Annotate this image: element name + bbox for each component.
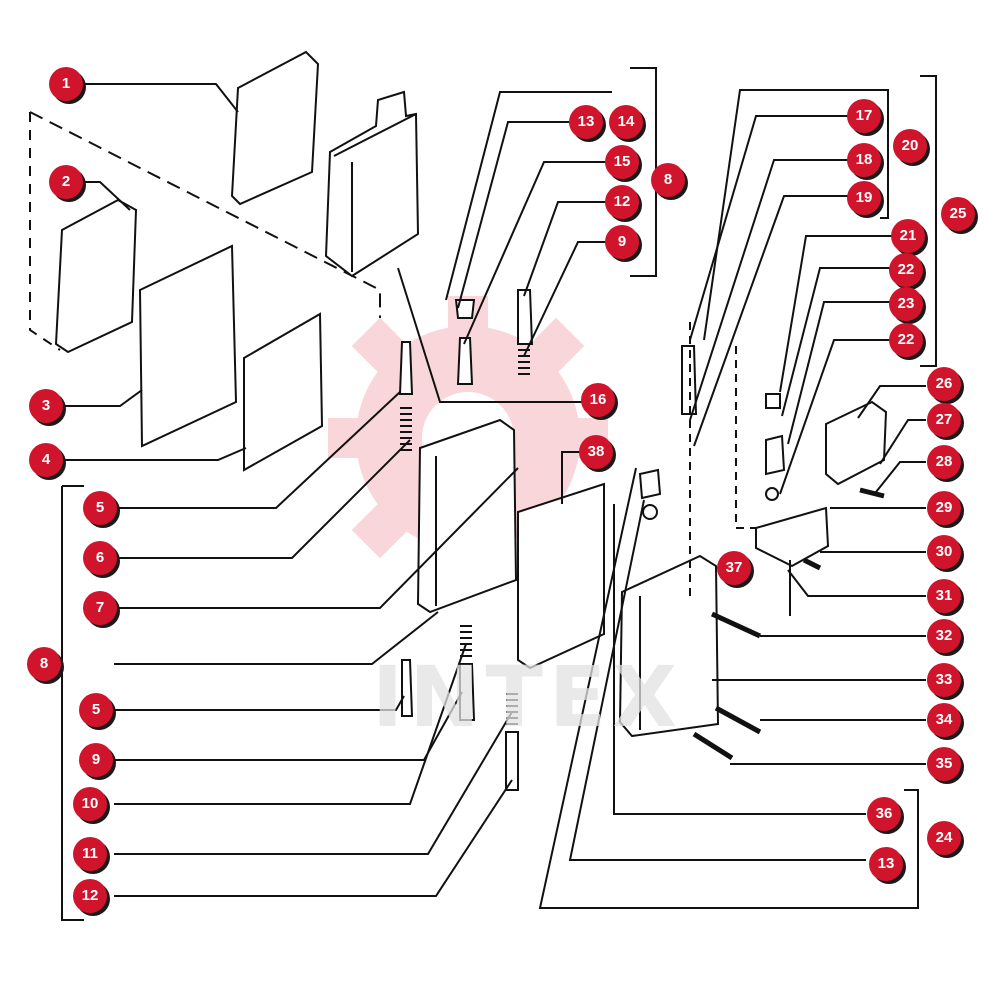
bolt-35 (692, 731, 734, 761)
callout-14: 14 (609, 105, 643, 139)
callout-25: 25 (941, 197, 975, 231)
callout-9-left: 9 (79, 743, 113, 777)
dashed-guide-left (29, 112, 61, 351)
callout-8-top: 8 (651, 163, 685, 197)
callout-33: 33 (927, 663, 961, 697)
callout-37: 37 (717, 551, 751, 585)
callout-15: 15 (605, 145, 639, 179)
gasket-plate-2 (54, 198, 138, 354)
callout-20: 20 (893, 129, 927, 163)
valve-15 (456, 337, 474, 385)
valve-lower (459, 663, 476, 721)
callout-13-top: 13 (569, 105, 603, 139)
o-ring-22 (765, 487, 779, 501)
cap-21 (765, 393, 781, 409)
callout-36: 36 (867, 797, 901, 831)
callout-23: 23 (889, 287, 923, 321)
callout-4: 4 (29, 443, 63, 477)
pin-lower (401, 659, 414, 717)
separator-plate-3 (138, 244, 238, 448)
callout-30: 30 (927, 535, 961, 569)
callout-12-left: 12 (73, 879, 107, 913)
callout-29: 29 (927, 491, 961, 525)
callout-6: 6 (83, 541, 117, 575)
callout-22-upper: 22 (889, 253, 923, 287)
harness-bracket (755, 506, 830, 568)
callout-1: 1 (49, 67, 83, 101)
bolt-32 (710, 611, 762, 639)
plug-13 (454, 299, 476, 319)
callout-5-upper: 5 (83, 491, 117, 525)
solenoid-block (825, 400, 888, 486)
plug-36 (638, 468, 662, 500)
upper-valve-body (324, 90, 420, 278)
callout-9-top: 9 (605, 225, 639, 259)
callout-3: 3 (29, 389, 63, 423)
callout-11: 11 (73, 837, 107, 871)
screw-28 (859, 487, 885, 499)
callout-34: 34 (927, 703, 961, 737)
callout-32: 32 (927, 619, 961, 653)
callout-5-lower: 5 (79, 693, 113, 727)
callout-12-top: 12 (605, 185, 639, 219)
watermark-text: INTEX (372, 648, 683, 746)
sensor-23 (765, 434, 786, 476)
callout-10: 10 (73, 787, 107, 821)
callout-22-lower: 22 (889, 323, 923, 357)
lower-valve-body (618, 554, 720, 738)
callout-26: 26 (927, 367, 961, 401)
valve-right (505, 731, 519, 791)
callout-8-left: 8 (27, 647, 61, 681)
callout-31: 31 (927, 579, 961, 613)
callout-7: 7 (83, 591, 117, 625)
middle-valve-body (416, 418, 518, 614)
bolt-34 (714, 705, 762, 735)
separator-plate-1 (230, 50, 320, 206)
callout-2: 2 (49, 165, 83, 199)
spring-right (506, 693, 518, 725)
callout-17: 17 (847, 99, 881, 133)
callout-19: 19 (847, 181, 881, 215)
callout-16: 16 (581, 383, 615, 417)
callout-38: 38 (579, 435, 613, 469)
callout-18: 18 (847, 143, 881, 177)
callout-28: 28 (927, 445, 961, 479)
pin-upper (398, 341, 414, 395)
valve-12 (517, 289, 534, 345)
callout-21: 21 (891, 219, 925, 253)
gasket-plate-4 (243, 312, 324, 472)
gasket-plate-38 (517, 482, 605, 670)
callout-27: 27 (927, 403, 961, 437)
callout-13-bottom: 13 (869, 847, 903, 881)
callout-35: 35 (927, 747, 961, 781)
screw-30 (802, 557, 822, 571)
o-ring-36 (642, 504, 658, 520)
callout-24: 24 (927, 821, 961, 855)
